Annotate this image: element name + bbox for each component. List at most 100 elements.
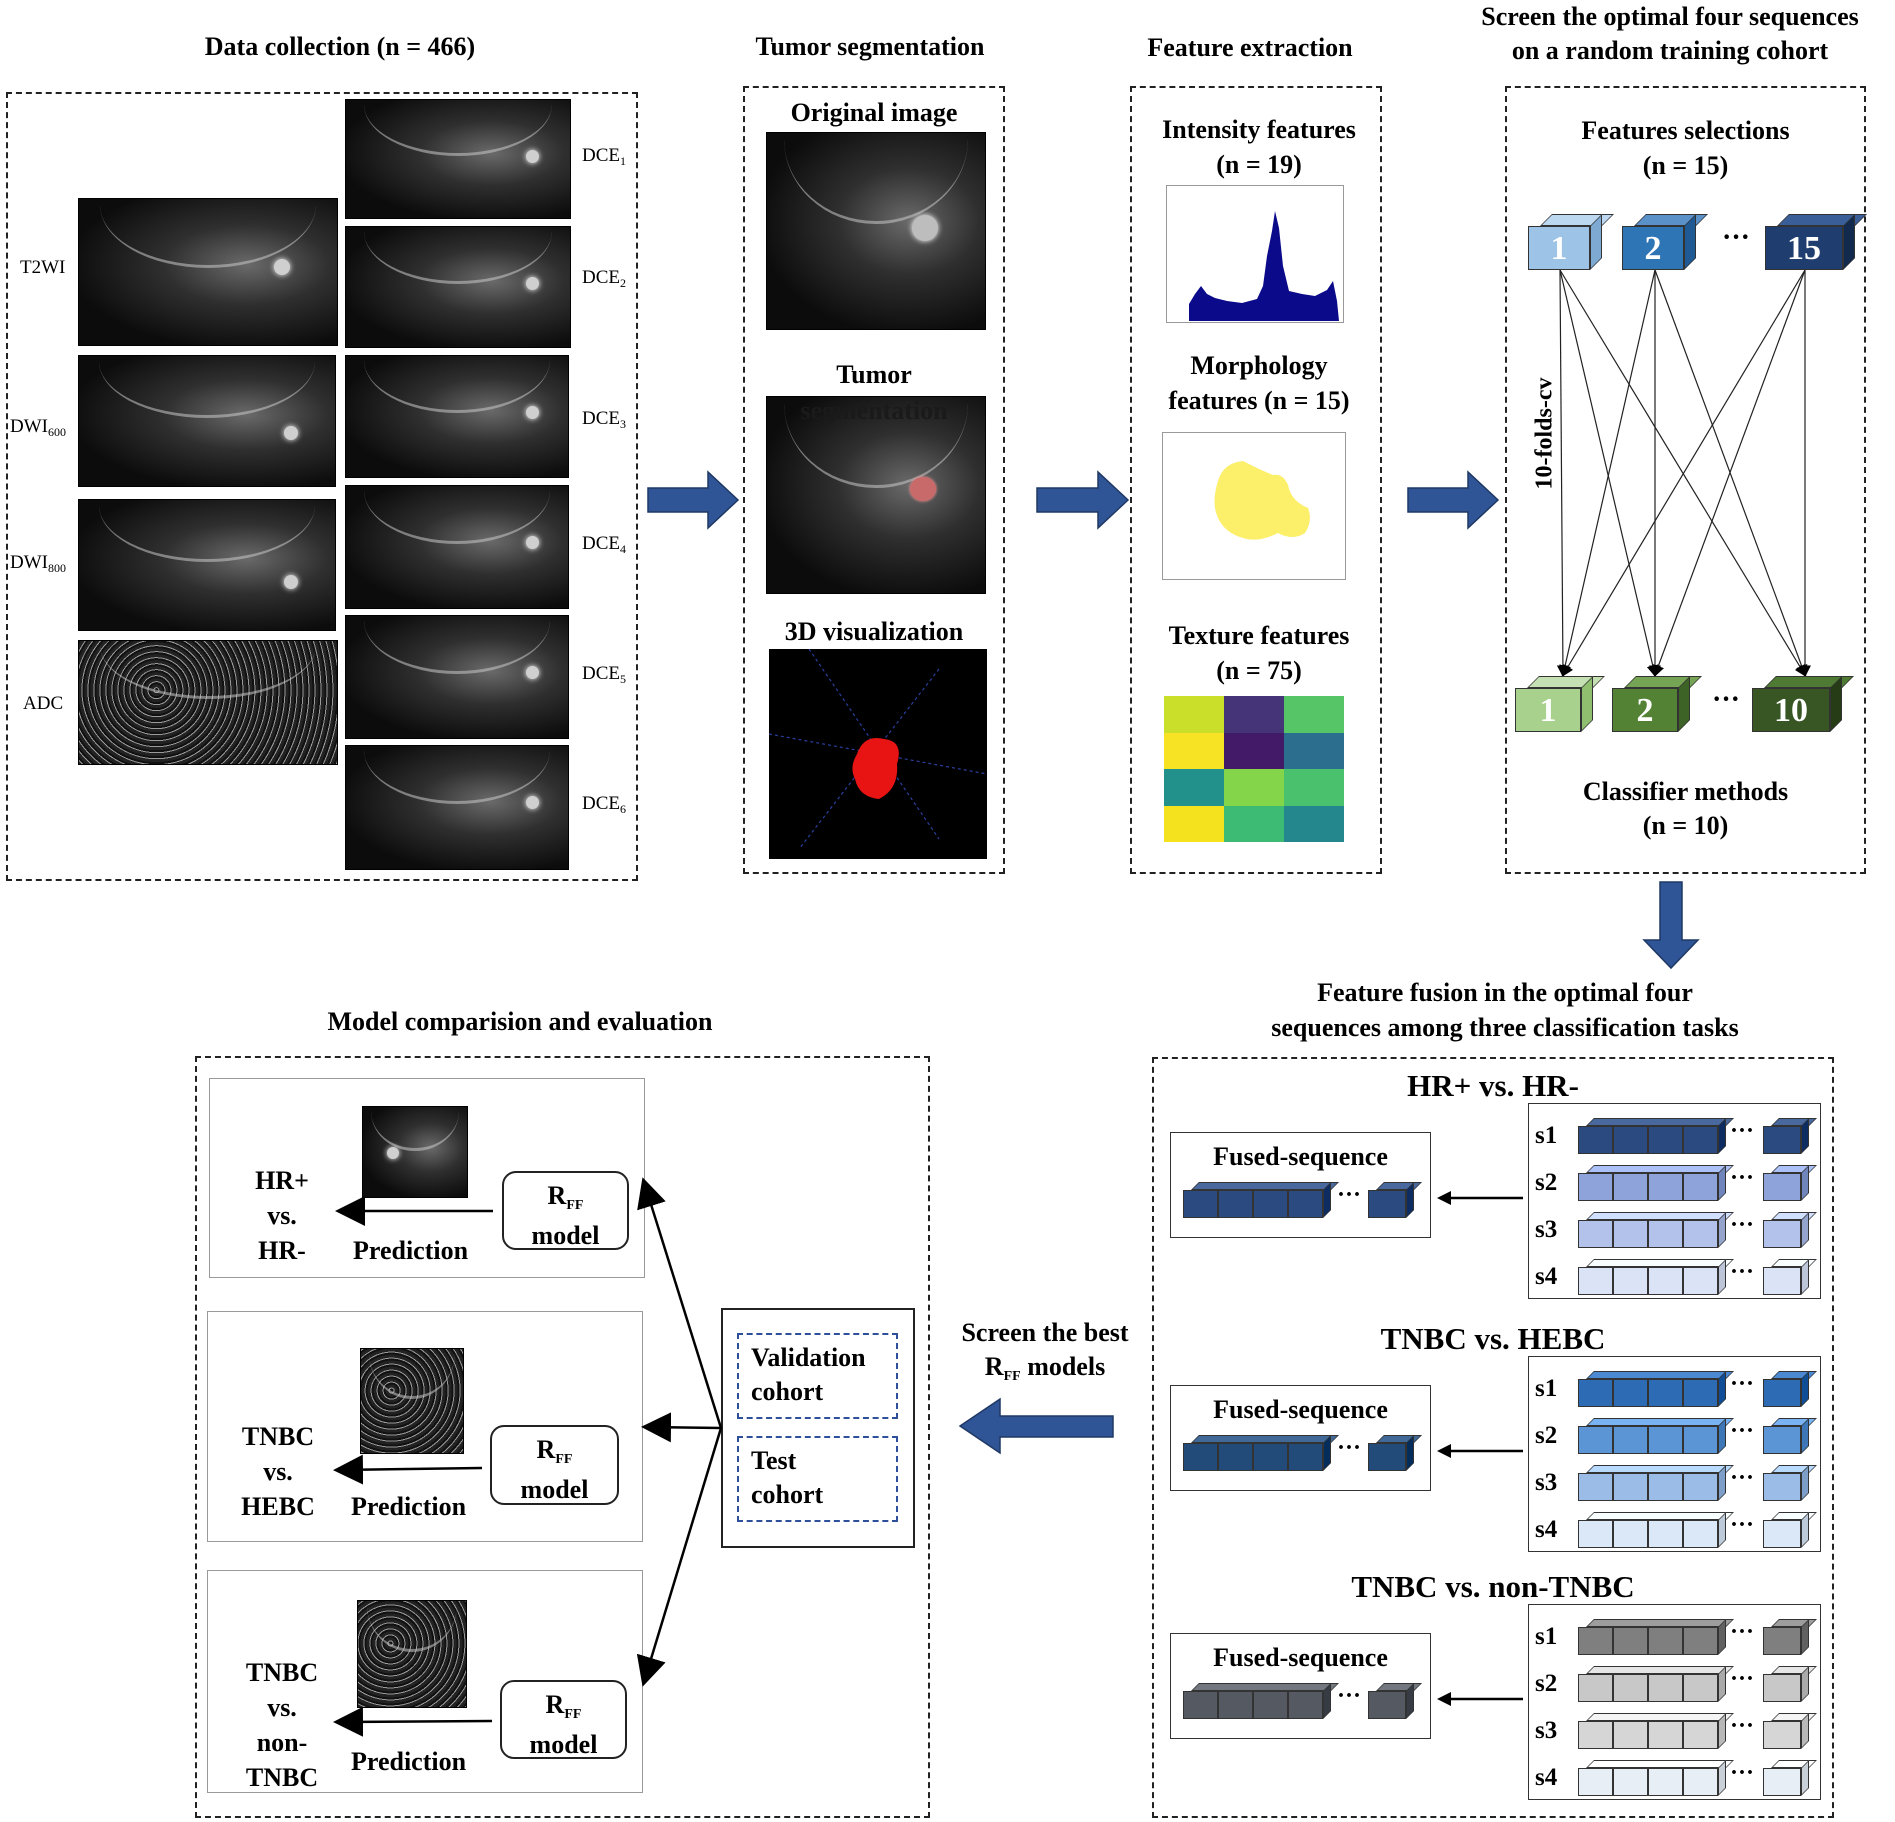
texture-cell [1164, 805, 1224, 842]
model-1-rff-box: RFF model [502, 1171, 629, 1250]
model-1-task-label: HR+vs.HR- [255, 1166, 309, 1265]
fused-cube-cell [1218, 1190, 1253, 1218]
sequence-last-cube [1763, 1768, 1801, 1796]
fused-cube-cell [1183, 1443, 1218, 1471]
dce3-image [345, 355, 569, 478]
model-2-prediction-label: Prediction [351, 1492, 467, 1521]
dce2-image [345, 226, 571, 348]
t2wi-image [78, 198, 338, 346]
sequence-last-cube-top [1771, 1259, 1817, 1267]
model-3-mri [357, 1600, 467, 1708]
data-collection-title: Data collection (n = 466) [204, 32, 476, 61]
sequence-last-cube-top [1771, 1760, 1817, 1768]
feature-selections-line1: Features selections [1581, 116, 1790, 145]
dwi600-label: DWI600 [10, 416, 66, 439]
fused-cube-cell [1253, 1190, 1288, 1218]
fusion-panel [1152, 1057, 1834, 1818]
sequence-last-cube [1763, 1173, 1801, 1201]
fused-cube-cell [1253, 1691, 1288, 1719]
sequence-cube-top [1586, 1666, 1734, 1674]
sequence-last-cube [1763, 1426, 1801, 1454]
sequence-cube-top [1586, 1760, 1734, 1768]
sequence-cube-cell [1578, 1768, 1613, 1796]
sequence-cube-cell [1613, 1768, 1648, 1796]
fused-ellipsis: ··· [1337, 1435, 1362, 1461]
sequence-cube-cell [1578, 1267, 1613, 1295]
sequence-cube-cell [1648, 1173, 1683, 1201]
sequence-cube-top [1586, 1118, 1734, 1126]
fused-cube-cell [1218, 1691, 1253, 1719]
sequence-row-label: s1 [1535, 1375, 1558, 1402]
texture-cell [1224, 769, 1284, 806]
original-mri-image [766, 132, 986, 330]
sequence-cube-cell [1578, 1520, 1613, 1548]
screen-best-line1: Screen the best [961, 1318, 1129, 1347]
dce4-label: DCE4 [582, 533, 626, 556]
sequence-row-label: s2 [1535, 1670, 1558, 1697]
sequence-cube-top [1586, 1371, 1734, 1379]
sequence-cube-cell [1683, 1267, 1718, 1295]
feature-cube-2: 2 [1622, 226, 1684, 270]
texture-features-line1: Texture features [1168, 621, 1350, 650]
fused-last-cube [1368, 1190, 1406, 1218]
validation-cohort-box: Validation cohort [737, 1333, 898, 1419]
screen-title-line1: Screen the optimal four sequences [1481, 2, 1859, 31]
sequence-cube-top [1586, 1465, 1734, 1473]
sequence-cube-cell [1578, 1426, 1613, 1454]
dwi600-image [78, 355, 336, 487]
sequence-row-label: s1 [1535, 1122, 1558, 1149]
sequence-last-cube [1763, 1627, 1801, 1655]
fused-sequence-label: Fused-sequence [1213, 1643, 1388, 1672]
fused-sequence-label: Fused-sequence [1213, 1395, 1388, 1424]
sequence-last-cube [1763, 1674, 1801, 1702]
fused-cube-cell [1288, 1443, 1323, 1471]
bottom-ellipsis: ··· [1712, 684, 1741, 715]
fused-last-cube-top [1376, 1182, 1422, 1190]
t2wi-label: T2WI [20, 257, 66, 278]
dce3-label: DCE3 [582, 408, 626, 431]
validation-label-line1: Validation [751, 1343, 866, 1372]
classifier-cube-2: 2 [1612, 688, 1678, 732]
classifier-cube-10: 10 [1752, 688, 1830, 732]
morphology-image [1162, 432, 1346, 580]
arrow-to-screening [1407, 470, 1500, 530]
sequence-cube-cell [1648, 1379, 1683, 1407]
fusion-arrow [1437, 1692, 1523, 1706]
texture-cell [1224, 696, 1284, 733]
tumor-segmentation-overlap-label: segmentation [800, 396, 948, 425]
sequence-last-cube [1763, 1473, 1801, 1501]
sequence-last-cube-top [1771, 1512, 1817, 1520]
sequence-ellipsis: ··· [1730, 1512, 1755, 1538]
feature-cube-1: 1 [1528, 226, 1590, 270]
adc-image [78, 640, 338, 765]
feature-selections-line2: (n = 15) [1642, 151, 1729, 180]
sequence-row-label: s4 [1535, 1516, 1558, 1543]
sequence-cube-cell [1613, 1220, 1648, 1248]
classifier-cube-1: 1 [1515, 688, 1581, 732]
sequence-cube-cell [1648, 1674, 1683, 1702]
dce2-label: DCE2 [582, 267, 626, 290]
sequence-ellipsis: ··· [1730, 1371, 1755, 1397]
model-2-mri [360, 1348, 464, 1454]
fused-sequence-label: Fused-sequence [1213, 1142, 1388, 1171]
sequence-cube-cell [1578, 1220, 1613, 1248]
sequence-row-label: s2 [1535, 1169, 1558, 1196]
data-collection-panel [6, 92, 638, 881]
feature-extraction-panel [1130, 86, 1382, 874]
sequence-cube-cell [1613, 1520, 1648, 1548]
adc-label: ADC [23, 693, 64, 714]
sequence-last-cube [1763, 1520, 1801, 1548]
viz3d-image [768, 648, 988, 859]
viz3d-label: 3D visualization [784, 617, 964, 646]
sequence-last-cube-top [1771, 1619, 1817, 1627]
dce1-label: DCE1 [582, 145, 626, 168]
sequence-cube-cell [1613, 1426, 1648, 1454]
sequence-cube-cell [1613, 1721, 1648, 1749]
fused-last-cube-top [1376, 1435, 1422, 1443]
screening-panel [1505, 86, 1866, 874]
sequence-ellipsis: ··· [1730, 1465, 1755, 1491]
model-3-prediction-label: Prediction [351, 1747, 467, 1776]
sequence-last-cube [1763, 1379, 1801, 1407]
intensity-features-line1: Intensity features [1162, 115, 1356, 144]
